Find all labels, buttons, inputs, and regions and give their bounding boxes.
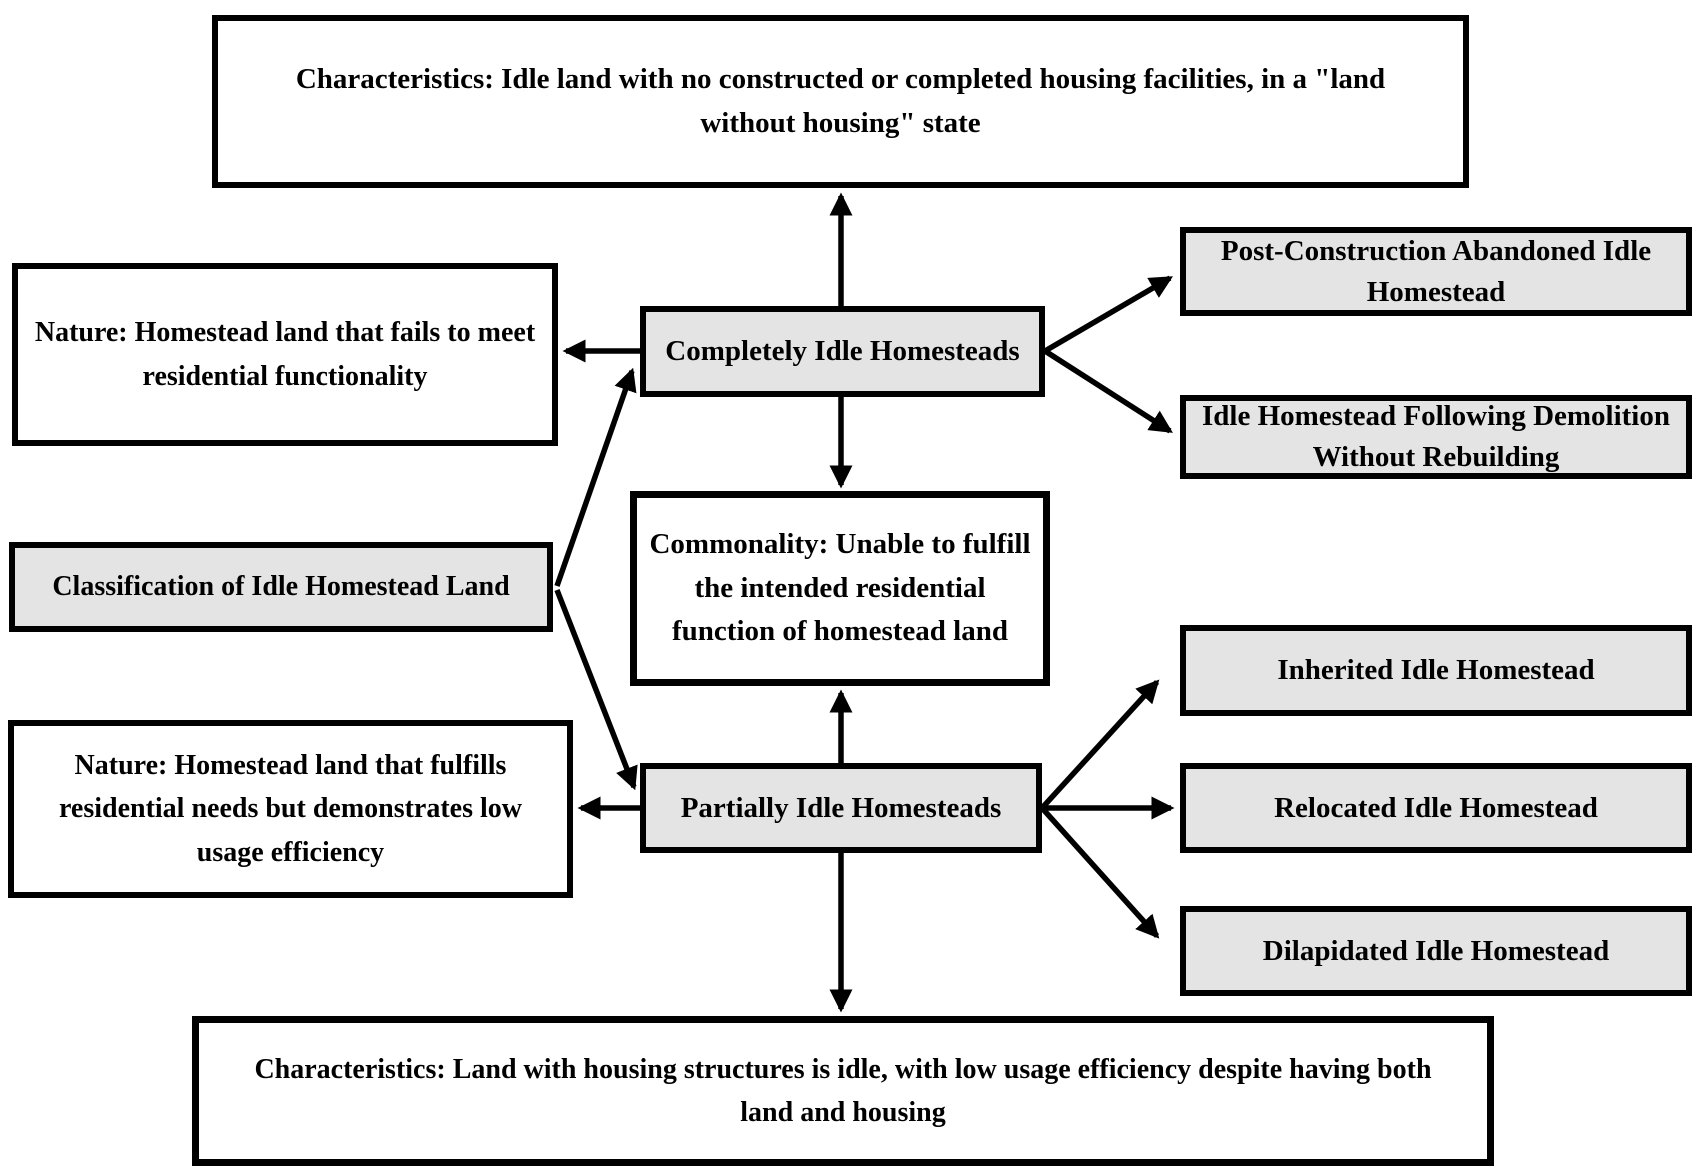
node-dilapidated-label: Dilapidated Idle Homestead	[1262, 934, 1610, 967]
node-bottom-characteristics-label: Characteristics: Land with housing struc…	[254, 1053, 1432, 1128]
node-top-characteristics-label: Characteristics: Idle land with no const…	[295, 63, 1386, 139]
node-nature-partially-label: Nature: Homestead land that fulfills res…	[58, 749, 523, 868]
node-post-construction-abandoned: Post-Construction Abandoned Idle Homeste…	[1180, 227, 1692, 316]
node-commonality-label: Commonality: Unable to fulfill the inten…	[649, 528, 1031, 648]
node-dilapidated-idle: Dilapidated Idle Homestead	[1180, 906, 1692, 996]
node-completely-idle-homesteads: Completely Idle Homesteads	[640, 306, 1045, 397]
node-classification-title: Classification of Idle Homestead Land	[9, 542, 553, 632]
edge-partially-to-dilapidated	[1039, 806, 1160, 939]
node-classification-label: Classification of Idle Homestead Land	[52, 571, 510, 602]
node-relocated-label: Relocated Idle Homestead	[1274, 791, 1598, 824]
node-nature-completely-label: Nature: Homestead land that fails to mee…	[34, 317, 536, 392]
edge-classification-to-completely	[554, 367, 637, 587]
node-post-construction-label: Post-Construction Abandoned Idle Homeste…	[1220, 234, 1652, 308]
node-top-characteristics: Characteristics: Idle land with no const…	[212, 15, 1469, 188]
node-partially-idle-label: Partially Idle Homesteads	[680, 791, 1002, 824]
node-nature-completely: Nature: Homestead land that fails to mee…	[12, 263, 558, 446]
node-partially-idle-homesteads: Partially Idle Homesteads	[640, 763, 1042, 853]
node-commonality: Commonality: Unable to fulfill the inten…	[630, 491, 1050, 686]
node-nature-partially: Nature: Homestead land that fulfills res…	[8, 720, 573, 898]
node-completely-idle-label: Completely Idle Homesteads	[665, 334, 1020, 367]
edge-completely-to-post-construction	[1043, 275, 1173, 354]
node-relocated-idle: Relocated Idle Homestead	[1180, 763, 1692, 853]
edge-completely-to-demolition	[1043, 348, 1173, 434]
node-inherited-label: Inherited Idle Homestead	[1277, 654, 1595, 686]
node-inherited-idle: Inherited Idle Homestead	[1180, 625, 1692, 716]
edge-partially-to-inherited	[1039, 679, 1160, 810]
node-bottom-characteristics: Characteristics: Land with housing struc…	[192, 1016, 1494, 1166]
node-demolition-label: Idle Homestead Following Demolition With…	[1201, 400, 1670, 473]
node-demolition-without-rebuilding: Idle Homestead Following Demolition With…	[1180, 395, 1692, 479]
